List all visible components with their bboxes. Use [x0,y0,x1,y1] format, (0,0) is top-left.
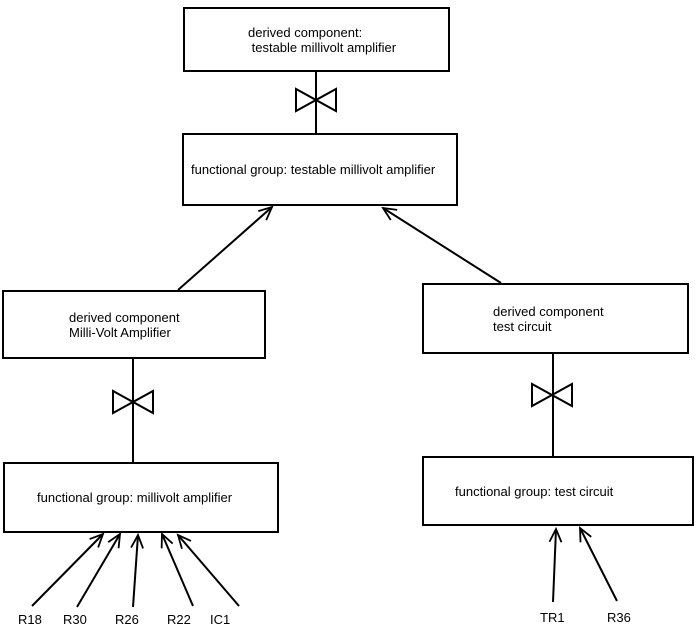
component-label-r36[interactable]: R36 [607,610,631,625]
arrow-r30-to-fg-mva [76,532,122,608]
node-derived-test-circuit[interactable]: derived component test circuit [422,283,689,354]
component-label-tr1[interactable]: TR1 [540,610,565,625]
arrow-ic1-to-fg-mva [176,533,240,607]
component-label-ic1[interactable]: IC1 [210,612,231,627]
arrow-r26-to-fg-mva [130,532,144,608]
component-label-r22[interactable]: R22 [167,612,191,627]
node-label-line2: test circuit [493,318,552,334]
bowtie-icon [295,87,337,113]
node-fg-testable-mv-amplifier[interactable]: functional group: testable millivolt amp… [182,133,458,206]
arrow-r18-to-fg-mva [31,532,105,607]
node-fg-mv-amplifier[interactable]: functional group: millivolt amplifier [3,462,279,533]
arrow-r36-to-fg-tc [579,526,618,602]
arrow-derived-tc-to-fg-testable [381,206,502,284]
node-label-line1: derived component: [248,24,363,40]
node-label: functional group: testable millivolt amp… [191,162,436,177]
bowtie-icon [531,382,573,408]
component-label-r30[interactable]: R30 [63,612,87,627]
bowtie-icon [112,389,154,415]
node-label-line1: derived component [493,303,604,319]
arrow-tr1-to-fg-tc [548,526,563,603]
component-label-r18[interactable]: R18 [18,612,42,627]
node-label-line2: testable millivolt amplifier [248,39,397,55]
arrow-derived-mva-to-fg-testable [177,205,274,291]
node-label: functional group: millivolt amplifier [37,490,233,505]
node-derived-testable-mv-amplifier[interactable]: derived component: testable millivolt am… [183,7,450,72]
node-derived-mv-amplifier[interactable]: derived component Milli-Volt Amplifier [2,290,266,359]
component-label-r26[interactable]: R26 [115,612,139,627]
node-label-line2: Milli-Volt Amplifier [69,324,171,340]
node-label: functional group: test circuit [455,483,614,499]
node-label-line1: derived component [69,309,180,325]
arrow-r22-to-fg-mva [160,532,194,607]
node-fg-test-circuit[interactable]: functional group: test circuit [422,456,694,526]
